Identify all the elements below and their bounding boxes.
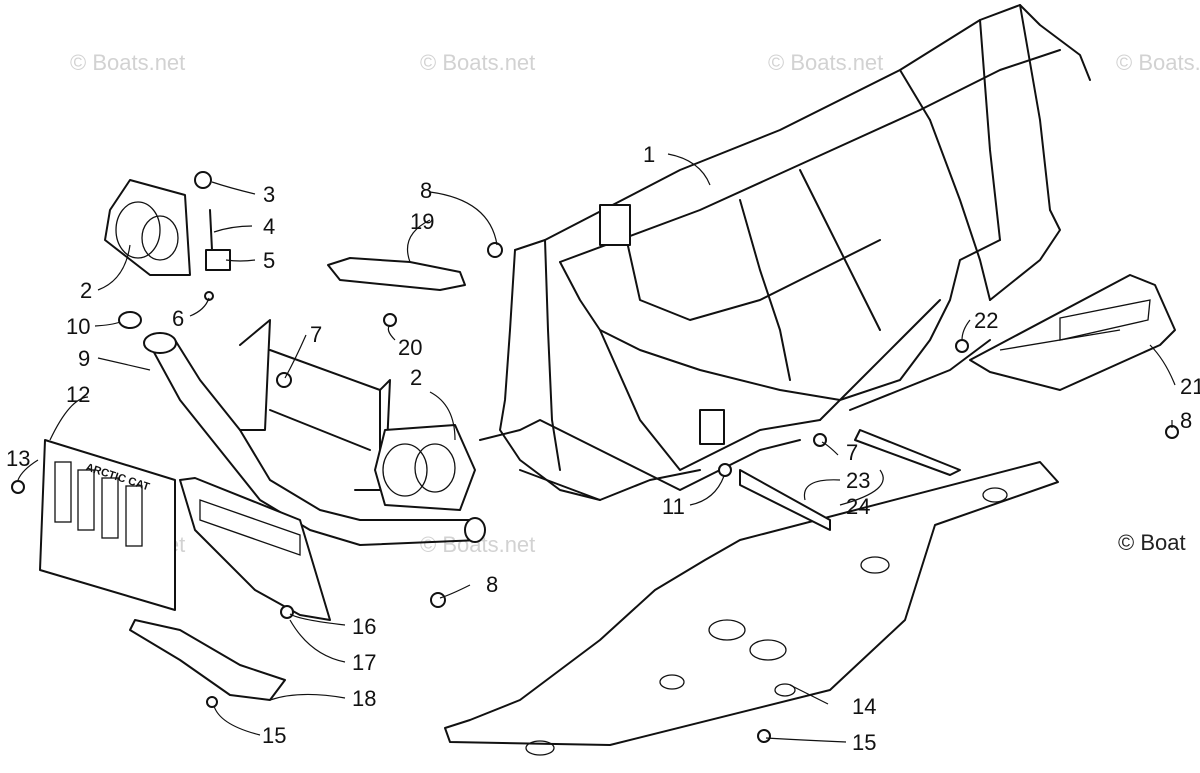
headlight-left bbox=[104, 179, 191, 276]
leader-lines bbox=[17, 153, 1176, 743]
callout-1: 1 bbox=[643, 142, 655, 167]
footrest bbox=[969, 274, 1176, 391]
main-frame bbox=[479, 4, 1091, 501]
callout-19: 19 bbox=[410, 209, 434, 234]
skid-plate bbox=[444, 461, 1059, 756]
inner-grille bbox=[179, 477, 331, 621]
callout-15-left: 15 bbox=[262, 723, 286, 748]
lower-bracket bbox=[129, 619, 286, 701]
front-grille-panel: ARCTIC CAT bbox=[39, 439, 176, 611]
watermark: © Boats.net bbox=[768, 50, 883, 75]
callout-5: 5 bbox=[263, 248, 275, 273]
callout-17: 17 bbox=[352, 650, 376, 675]
mounting-bracket bbox=[327, 257, 466, 291]
callout-12: 12 bbox=[66, 382, 90, 407]
callout-labels: 1 2 2 3 4 5 6 7 7 8 8 8 9 10 11 12 13 14… bbox=[6, 142, 1200, 755]
headlight-right bbox=[374, 424, 476, 511]
callout-4: 4 bbox=[263, 214, 275, 239]
callout-18: 18 bbox=[352, 686, 376, 711]
callout-10: 10 bbox=[66, 314, 90, 339]
callout-6: 6 bbox=[172, 306, 184, 331]
callout-9: 9 bbox=[78, 346, 90, 371]
watermark: © Boats.net bbox=[420, 50, 535, 75]
watermark: © Boats.net bbox=[70, 50, 185, 75]
callout-8-right: 8 bbox=[1180, 408, 1192, 433]
callout-16: 16 bbox=[352, 614, 376, 639]
frame-guards bbox=[739, 429, 961, 531]
callout-23: 23 bbox=[846, 468, 870, 493]
cap-icon bbox=[118, 311, 142, 329]
callout-2-right: 2 bbox=[410, 365, 422, 390]
watermark-edge: © Boat bbox=[1118, 530, 1186, 555]
callout-22: 22 bbox=[974, 308, 998, 333]
watermark: © Boats.net bbox=[1116, 50, 1200, 75]
callout-8-bottom: 8 bbox=[486, 572, 498, 597]
callout-24: 24 bbox=[846, 494, 870, 519]
bolt-icon bbox=[194, 171, 212, 189]
callout-7-lower: 7 bbox=[846, 440, 858, 465]
callout-15-right: 15 bbox=[852, 730, 876, 755]
callout-2-left: 2 bbox=[80, 278, 92, 303]
callout-20: 20 bbox=[398, 335, 422, 360]
front-bumper bbox=[143, 319, 486, 546]
callout-13: 13 bbox=[6, 446, 30, 471]
callout-14: 14 bbox=[852, 694, 876, 719]
callout-21: 21 bbox=[1180, 374, 1200, 399]
callout-3: 3 bbox=[263, 182, 275, 207]
callout-8-top: 8 bbox=[420, 178, 432, 203]
callout-7-upper: 7 bbox=[310, 322, 322, 347]
fasteners bbox=[11, 171, 1179, 743]
callout-11: 11 bbox=[662, 494, 685, 519]
